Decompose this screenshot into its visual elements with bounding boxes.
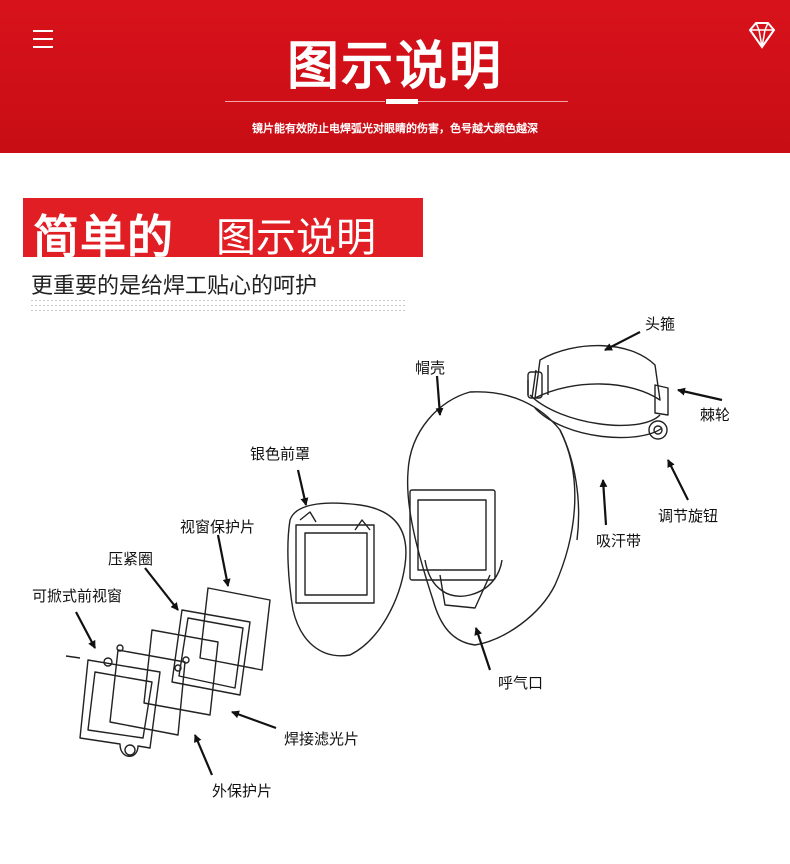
label-sweatband: 吸汗带 bbox=[596, 532, 642, 550]
section-tag bbox=[23, 198, 423, 257]
label-headband: 头箍 bbox=[645, 315, 676, 333]
divider bbox=[31, 310, 406, 311]
shell-part bbox=[406, 391, 580, 646]
menu-icon[interactable] bbox=[33, 30, 53, 48]
label-flip-window: 可掀式前视窗 bbox=[32, 587, 123, 605]
label-silver-cover: 银色前罩 bbox=[250, 445, 311, 463]
label-filter-lens: 焊接滤光片 bbox=[284, 730, 360, 748]
label-press-ring: 压紧圈 bbox=[108, 550, 154, 568]
label-adjust-knob: 调节旋钮 bbox=[658, 507, 719, 525]
header-banner: 图示说明 镜片能有效防止电焊弧光对眼睛的伤害，色号越大颜色越深 bbox=[0, 0, 790, 153]
section-tag-light: 图示说明 bbox=[216, 215, 376, 261]
helmet-exploded-diagram bbox=[65, 331, 723, 776]
label-ratchet: 棘轮 bbox=[700, 406, 731, 424]
outer-lens-part bbox=[109, 649, 186, 736]
window-film-part bbox=[199, 587, 271, 671]
banner-title: 图示说明 bbox=[286, 37, 503, 97]
banner-subtitle: 镜片能有效防止电焊弧光对眼睛的伤害，色号越大颜色越深 bbox=[252, 122, 538, 135]
label-outer-lens: 外保护片 bbox=[212, 782, 273, 800]
divider bbox=[386, 99, 418, 104]
label-window-film: 视窗保护片 bbox=[180, 518, 256, 536]
divider bbox=[31, 300, 406, 301]
section-tag-bold: 简单的 bbox=[33, 210, 174, 264]
filter-lens-part bbox=[143, 629, 219, 716]
label-breathing-port: 呼气口 bbox=[498, 674, 544, 692]
silver-cover-part bbox=[287, 502, 407, 657]
arrows bbox=[75, 331, 723, 776]
divider bbox=[225, 101, 385, 102]
headband-part bbox=[527, 344, 669, 440]
divider bbox=[418, 101, 568, 102]
press-ring-part bbox=[171, 609, 251, 696]
flip-window-part bbox=[65, 644, 190, 757]
divider bbox=[31, 305, 406, 306]
section-subtitle: 更重要的是给焊工贴心的呵护 bbox=[31, 274, 318, 299]
diamond-icon[interactable] bbox=[747, 20, 777, 50]
label-shell: 帽壳 bbox=[415, 359, 446, 377]
